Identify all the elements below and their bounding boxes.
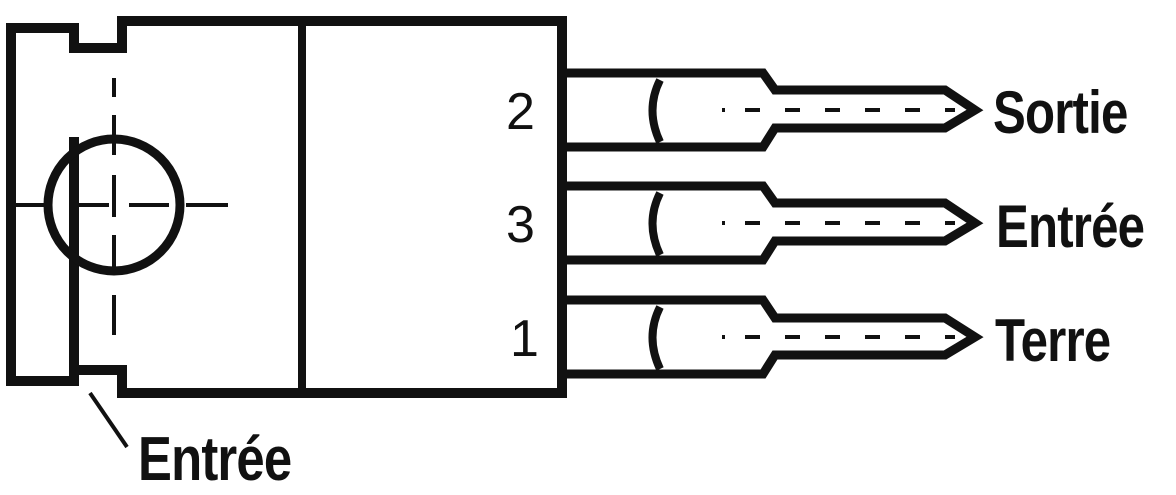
pin-label-ground: Terre xyxy=(995,307,1111,374)
pin-3-shape xyxy=(562,181,984,265)
hole-centerline xyxy=(12,78,228,335)
pin-1-shape xyxy=(562,295,984,379)
package-outline xyxy=(6,16,567,398)
tab-leader-line xyxy=(88,391,129,449)
pin-label-input: Entrée xyxy=(996,193,1145,260)
tab-label-input: Entrée xyxy=(138,425,292,494)
pin-2-shape xyxy=(562,68,984,152)
pin-label-output: Sortie xyxy=(993,79,1128,146)
pin-number-2: 2 xyxy=(506,83,535,141)
pin-number-3: 3 xyxy=(506,196,535,254)
pin-number-1: 1 xyxy=(510,310,539,368)
